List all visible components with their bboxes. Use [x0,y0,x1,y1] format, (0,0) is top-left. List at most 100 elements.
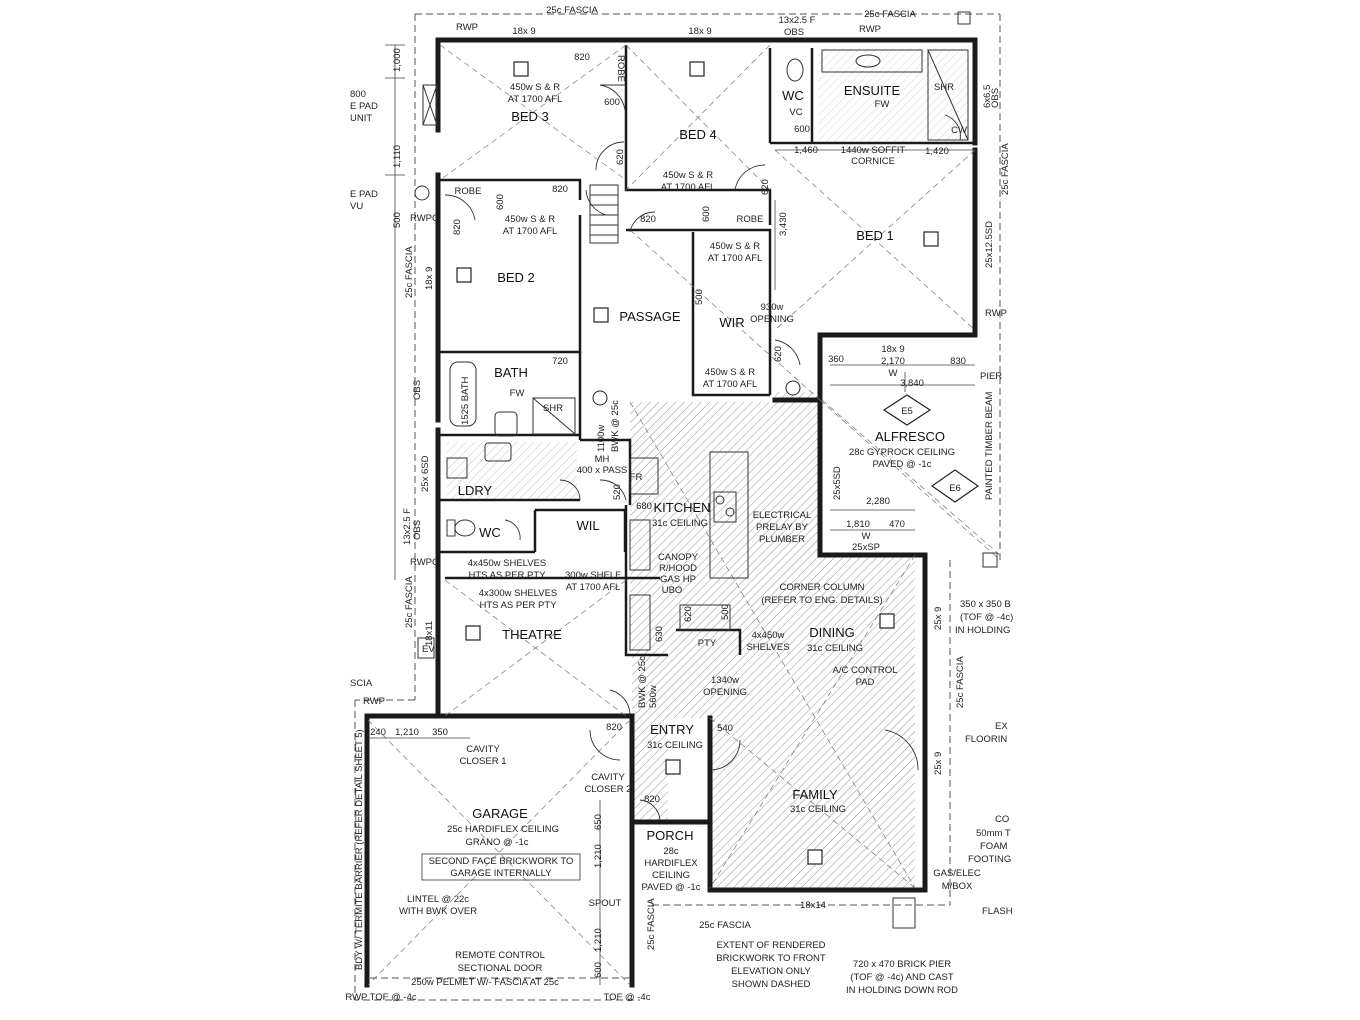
svg-text:4x300w SHELVES: 4x300w SHELVES [479,588,558,599]
svg-text:W: W [889,368,898,379]
svg-text:830: 830 [950,356,966,367]
svg-text:SHR: SHR [543,403,563,414]
svg-text:1,460: 1,460 [794,145,818,156]
svg-text:BWK @ 25c: BWK @ 25c [610,400,621,452]
svg-text:PRELAY BY: PRELAY BY [756,522,809,533]
svg-text:31c CEILING: 31c CEILING [807,643,863,654]
robe-bed3: ROBE [615,55,626,82]
svg-text:WITH BWK OVER: WITH BWK OVER [399,906,477,917]
svg-text:3,430: 3,430 [778,212,789,236]
svg-text:FW: FW [875,99,890,110]
fixtures [370,11,998,979]
room-label-theatre: THEATRE [502,627,562,642]
svg-text:SPOUT: SPOUT [589,898,622,909]
svg-text:600: 600 [794,124,810,135]
svg-text:1,210: 1,210 [593,928,604,952]
svg-text:500: 500 [720,604,731,620]
floor-grid-icons [456,61,939,865]
svg-text:25x 9: 25x 9 [933,607,944,630]
svg-text:AT 1700 AFL: AT 1700 AFL [708,253,763,264]
room-label-bed2: BED 2 [497,270,535,285]
svg-text:930w: 930w [761,302,784,313]
svg-text:E6: E6 [949,483,961,494]
room-label-garage: GARAGE [472,806,528,821]
svg-text:FW: FW [510,388,525,399]
svg-text:AT 1700 AFL: AT 1700 AFL [661,182,716,193]
fascia-top-left: 25c FASCIA [546,5,598,16]
svg-text:28c: 28c [663,846,679,857]
svg-text:RWP TOF @ -4c: RWP TOF @ -4c [345,992,416,1003]
svg-text:650: 650 [593,814,604,830]
rwp-top-left: RWP [456,22,478,33]
svg-text:820: 820 [552,184,568,195]
svg-text:450w S & R: 450w S & R [505,214,555,225]
svg-text:1,210: 1,210 [593,844,604,868]
svg-text:FOAM: FOAM [980,841,1008,852]
room-label-bath: BATH [494,365,528,380]
tiled-floor-hatch [630,392,915,888]
svg-text:AT 1700 AFL: AT 1700 AFL [503,226,558,237]
svg-text:PAVED @ -1c: PAVED @ -1c [642,882,701,893]
svg-text:1100w: 1100w [596,425,607,452]
room-label-wir: WIR [719,315,744,330]
svg-text:240: 240 [370,727,386,738]
svg-text:680: 680 [636,501,652,512]
svg-text:CLOSER 2: CLOSER 2 [585,784,632,795]
svg-text:(TOF @ -4c) AND CAST: (TOF @ -4c) AND CAST [850,972,954,983]
svg-text:GAS/ELEC: GAS/ELEC [933,868,981,879]
svg-text:OPENING: OPENING [703,687,747,698]
svg-text:25x 6SD: 25x 6SD [420,455,431,492]
beam-top-left: 18x 9 [512,26,535,37]
svg-text:600: 600 [593,962,604,978]
svg-text:RWPC: RWPC [410,213,439,224]
svg-text:CORNICE: CORNICE [851,156,895,167]
svg-text:25c FASCIA: 25c FASCIA [404,576,415,628]
svg-text:ELEVATION ONLY: ELEVATION ONLY [731,966,811,977]
svg-text:620: 620 [760,179,771,195]
room-label-kitchen: KITCHEN [653,500,710,515]
svg-text:31c CEILING: 31c CEILING [647,740,703,751]
svg-text:25c FASCIA: 25c FASCIA [955,656,966,708]
svg-text:620: 620 [773,346,784,362]
svg-text:(REFER TO ENG. DETAILS): (REFER TO ENG. DETAILS) [761,595,882,606]
svg-text:18x11: 18x11 [424,621,435,646]
svg-text:13x2.5 F: 13x2.5 F [402,508,413,545]
svg-text:1340w: 1340w [711,675,739,686]
svg-text:400 x PASS: 400 x PASS [577,465,628,476]
svg-text:4x450w SHELVES: 4x450w SHELVES [468,558,547,569]
svg-text:1,420: 1,420 [925,146,949,157]
svg-text:2,280: 2,280 [866,496,890,507]
svg-text:W: W [862,531,871,542]
vertical-labels: 25c FASCIA 25c FASCIA 18x 9 18x11 OBS OB… [402,85,1011,950]
room-label-wc: WC [479,525,501,540]
svg-text:SHR: SHR [934,82,954,93]
svg-text:1,110: 1,110 [392,145,403,168]
svg-text:820: 820 [606,722,622,733]
svg-text:UNIT: UNIT [350,113,372,124]
svg-text:SHELVES: SHELVES [746,642,789,653]
room-label-pty: PTY [698,638,717,649]
internal-walls [440,45,975,657]
svg-text:FLASH: FLASH [982,906,1013,917]
svg-text:AT 1700 AFL: AT 1700 AFL [566,582,621,593]
svg-text:VC: VC [789,107,802,118]
svg-text:OBS: OBS [990,88,1001,108]
svg-text:470: 470 [889,519,905,530]
svg-text:BDY W/ TERMITE BARRIER (REFER: BDY W/ TERMITE BARRIER (REFER DETAIL SHE… [354,729,365,970]
svg-text:AT 1700 AFL: AT 1700 AFL [508,94,563,105]
svg-text:4x450w: 4x450w [752,630,785,641]
obs-top: 13x2.5 F [779,15,816,26]
svg-text:520: 520 [612,484,623,500]
svg-text:BWK @ 25c: BWK @ 25c [637,656,648,708]
svg-text:FLOORIN: FLOORIN [965,734,1007,745]
svg-text:250w PELMET W/- FASCIA AT 25c: 250w PELMET W/- FASCIA AT 25c [411,977,559,988]
tiled-floor-hatch-wet [447,48,968,500]
room-label-entry: ENTRY [650,722,694,737]
svg-text:CORNER COLUMN: CORNER COLUMN [780,582,865,593]
svg-text:1,000: 1,000 [392,48,403,72]
svg-text:OPENING: OPENING [750,314,794,325]
svg-text:25x12.5SD: 25x12.5SD [984,221,995,268]
svg-text:RWP: RWP [363,696,385,707]
svg-text:OBS: OBS [412,380,423,400]
external-walls [364,37,978,988]
